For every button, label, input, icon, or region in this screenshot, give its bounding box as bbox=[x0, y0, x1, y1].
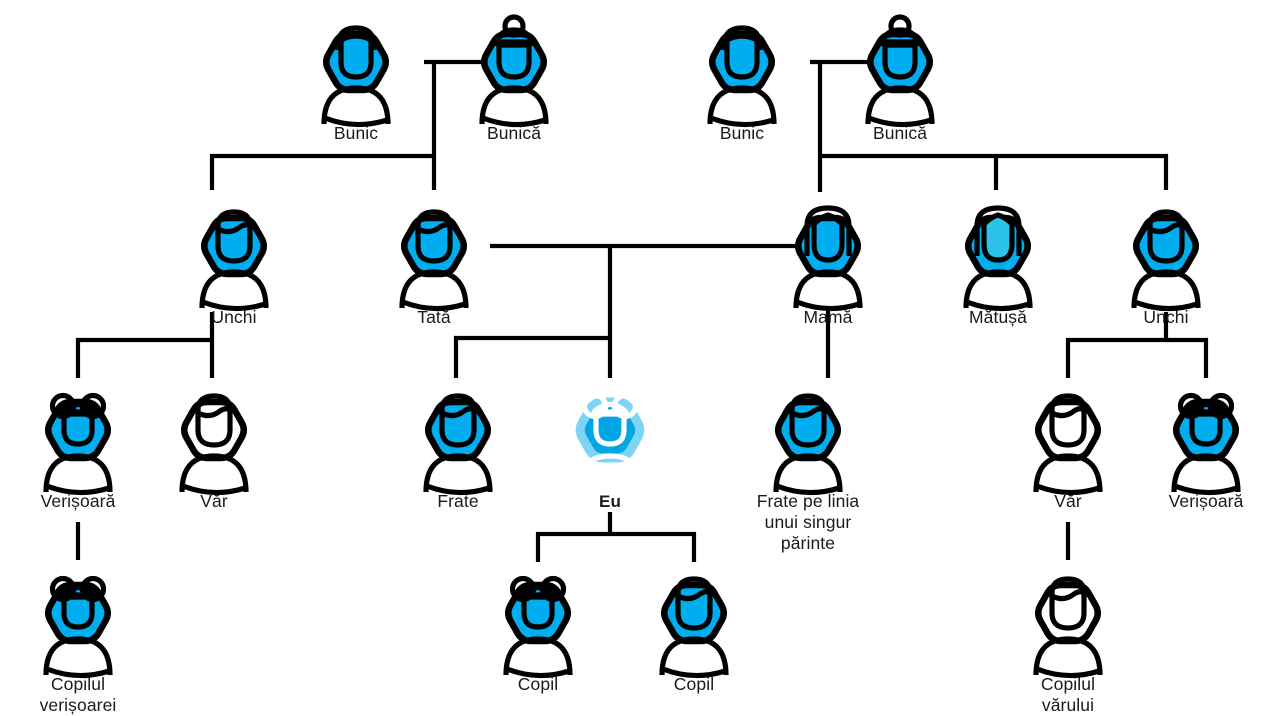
person-label-cousin-m-l: Văr bbox=[200, 491, 228, 511]
person-glyph bbox=[399, 209, 469, 312]
person-glyph bbox=[1171, 392, 1241, 496]
hexagon-outline bbox=[200, 214, 268, 278]
person-glyph bbox=[707, 25, 777, 128]
person-glyph bbox=[43, 575, 113, 679]
grandfather-icon bbox=[288, 2, 424, 128]
person-glyph bbox=[793, 205, 863, 312]
hexagon-outline bbox=[1034, 398, 1102, 462]
person-glyph bbox=[179, 393, 249, 496]
person-label-aunt: Mătușă bbox=[969, 307, 1027, 327]
uncle-icon bbox=[1098, 186, 1234, 312]
person-glyph bbox=[773, 393, 843, 496]
aunt-icon bbox=[930, 186, 1066, 312]
hexagon-outline bbox=[180, 398, 248, 462]
hexagon-outline bbox=[1132, 214, 1200, 278]
grandmother-icon bbox=[446, 2, 582, 128]
person-label-father: Tată bbox=[417, 307, 451, 327]
person-node-gp-p-f[interactable]: Bunică bbox=[446, 2, 582, 144]
person-glyph bbox=[575, 392, 645, 496]
person-label-cousin-m-r: Văr bbox=[1054, 491, 1082, 511]
person-node-father[interactable]: Tată bbox=[366, 186, 502, 328]
hexagon-outline bbox=[708, 30, 776, 94]
person-glyph bbox=[1131, 209, 1201, 312]
person-glyph bbox=[963, 205, 1033, 312]
person-label-cousin-f-r: Verișoară bbox=[1168, 491, 1244, 511]
mother-icon bbox=[760, 186, 896, 312]
person-glyph bbox=[423, 393, 493, 496]
person-glyph bbox=[1033, 393, 1103, 496]
person-node-cousin-m-r[interactable]: Văr bbox=[1000, 370, 1136, 512]
son-icon bbox=[626, 553, 762, 679]
person-glyph bbox=[1033, 576, 1103, 679]
person-label-gp-p-f: Bunică bbox=[486, 123, 542, 143]
person-label-uncle-r: Unchi bbox=[1143, 307, 1189, 327]
person-label-cousin-child-r: Copilul vărului bbox=[1040, 674, 1096, 715]
person-node-cousin-child-l[interactable]: Copilul verișoarei bbox=[10, 553, 146, 716]
person-node-uncle-r[interactable]: Unchi bbox=[1098, 186, 1234, 328]
hexagon-outline bbox=[660, 581, 728, 645]
hexagon-outline bbox=[1034, 581, 1102, 645]
grandmother-icon bbox=[832, 2, 968, 128]
person-node-cousin-f-l[interactable]: Verișoară bbox=[10, 370, 146, 512]
person-node-uncle-l[interactable]: Unchi bbox=[166, 186, 302, 328]
daughter-icon bbox=[470, 553, 606, 679]
person-node-child-1[interactable]: Copil bbox=[470, 553, 606, 695]
person-label-child-2: Copil bbox=[673, 674, 715, 694]
person-node-child-2[interactable]: Copil bbox=[626, 553, 762, 695]
person-glyph bbox=[43, 392, 113, 496]
person-label-mother: Mamă bbox=[803, 307, 853, 327]
girl-cousin-icon bbox=[10, 370, 146, 496]
person-node-cousin-f-r[interactable]: Verișoară bbox=[1138, 370, 1274, 512]
person-label-cousin-child-l: Copilul verișoarei bbox=[39, 674, 117, 715]
person-node-halfsib[interactable]: Frate pe linia unui singur părinte bbox=[740, 370, 876, 554]
boy-cousin-icon bbox=[146, 370, 282, 496]
grandfather-icon bbox=[674, 2, 810, 128]
person-glyph bbox=[199, 209, 269, 312]
hexagon-outline bbox=[424, 398, 492, 462]
boy-cousin-icon bbox=[1000, 370, 1136, 496]
half-brother-icon bbox=[740, 370, 876, 496]
hexagon-outline bbox=[774, 398, 842, 462]
person-label-gp-m-m: Bunic bbox=[719, 123, 765, 143]
person-glyph bbox=[659, 576, 729, 679]
girl-cousin-icon bbox=[1138, 370, 1274, 496]
person-glyph bbox=[503, 575, 573, 679]
person-glyph bbox=[865, 14, 935, 128]
brother-icon bbox=[390, 370, 526, 496]
person-node-aunt[interactable]: Mătușă bbox=[930, 186, 1066, 328]
person-node-brother[interactable]: Frate bbox=[390, 370, 526, 512]
self-icon bbox=[542, 370, 678, 496]
person-label-child-1: Copil bbox=[517, 674, 559, 694]
person-node-gp-m-m[interactable]: Bunic bbox=[674, 2, 810, 144]
hexagon-outline bbox=[400, 214, 468, 278]
hexagon-outline bbox=[322, 30, 390, 94]
person-label-gp-p-m: Bunic bbox=[333, 123, 379, 143]
person-glyph bbox=[479, 14, 549, 128]
person-node-gp-m-f[interactable]: Bunică bbox=[832, 2, 968, 144]
girl-cousin-icon bbox=[10, 553, 146, 679]
person-label-self: Eu bbox=[599, 492, 621, 511]
father-icon bbox=[366, 186, 502, 312]
person-node-cousin-m-l[interactable]: Văr bbox=[146, 370, 282, 512]
uncle-icon bbox=[166, 186, 302, 312]
person-label-brother: Frate bbox=[437, 491, 479, 511]
person-node-gp-p-m[interactable]: Bunic bbox=[288, 2, 424, 144]
person-label-halfsib: Frate pe linia unui singur părinte bbox=[756, 491, 860, 553]
boy-cousin-icon bbox=[1000, 553, 1136, 679]
person-label-gp-m-f: Bunică bbox=[872, 123, 928, 143]
person-glyph bbox=[321, 25, 391, 128]
person-node-mother[interactable]: Mamă bbox=[760, 186, 896, 328]
person-node-cousin-child-r[interactable]: Copilul vărului bbox=[1000, 553, 1136, 716]
person-node-self[interactable]: Eu bbox=[542, 370, 678, 512]
person-label-uncle-l: Unchi bbox=[211, 307, 257, 327]
person-label-cousin-f-l: Verișoară bbox=[40, 491, 116, 511]
